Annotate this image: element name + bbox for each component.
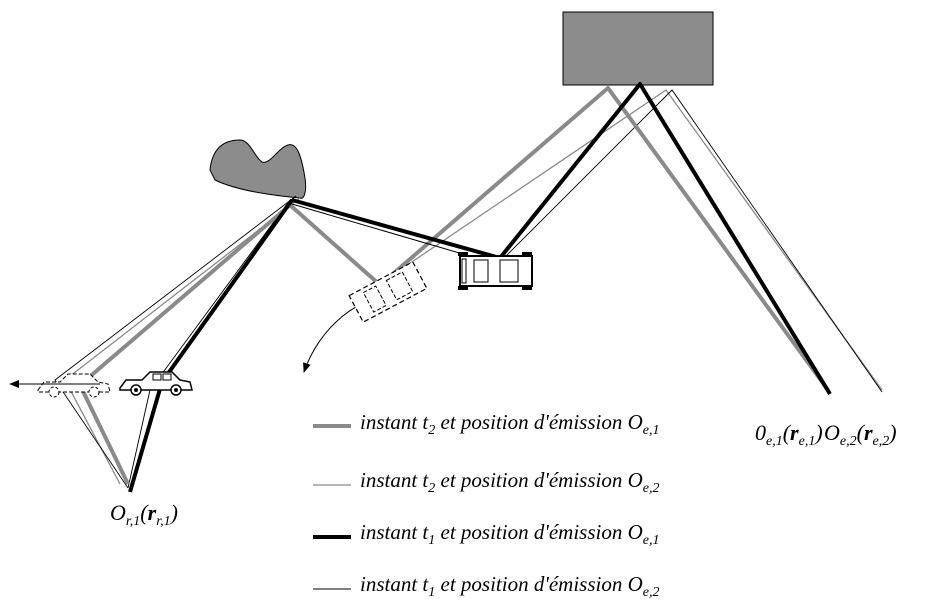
blob-obstacle: [209, 139, 307, 199]
car-top-view-t1: [458, 252, 533, 290]
legend-entry-1: instant t2 et position d'émission Oe,1: [360, 410, 660, 438]
label-emission-point-2: Oe,2(re,2): [824, 420, 897, 449]
legend-entry-3: instant t1 et position d'émission Oe,1: [360, 520, 660, 548]
legend-entry-4: instant t1 et position d'émission Oe,2: [360, 572, 660, 600]
building-obstacle: [562, 11, 714, 86]
car-side-view-t1: [119, 371, 193, 396]
car-top-view-t2: [348, 261, 428, 323]
legend-lines: [313, 424, 351, 590]
legend-entry-2: instant t2 et position d'émission Oe,2: [360, 468, 660, 496]
car-side-view-t2: [37, 373, 111, 398]
label-emission-point-1: 0e,1(re,1): [755, 420, 823, 449]
label-reception-point: Or,1(rr,1): [110, 500, 178, 529]
